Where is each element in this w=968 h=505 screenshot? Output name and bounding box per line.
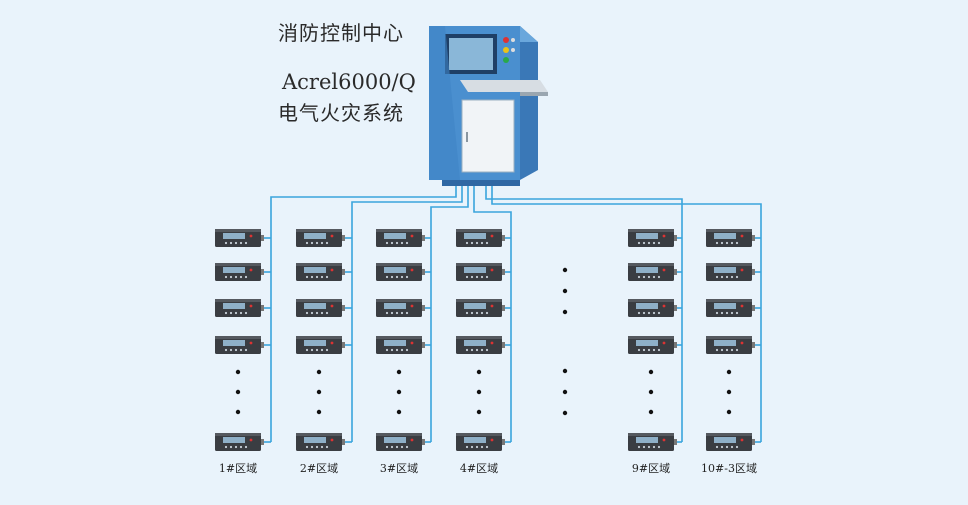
electrical-fire-monitor-icon xyxy=(376,299,425,317)
vertical-ellipsis-icon xyxy=(316,409,322,415)
zone-column xyxy=(628,229,677,451)
vertical-ellipsis-icon xyxy=(562,389,568,395)
vertical-ellipsis-icon xyxy=(396,409,402,415)
electrical-fire-monitor-icon xyxy=(456,433,505,451)
bus-lines xyxy=(258,186,762,443)
control-center-title: 消防控制中心 xyxy=(278,21,404,45)
electrical-fire-monitor-icon xyxy=(628,336,677,354)
vertical-ellipsis-icon xyxy=(476,409,482,415)
zone-label: 10#-3区域 xyxy=(701,462,757,475)
electrical-fire-monitor-icon xyxy=(296,229,345,247)
bus-feeder xyxy=(258,186,457,443)
vertical-ellipsis-icon xyxy=(648,369,654,375)
omitted-zones-ellipsis xyxy=(562,267,568,416)
electrical-fire-monitor-icon xyxy=(456,229,505,247)
electrical-fire-monitor-icon xyxy=(376,336,425,354)
vertical-ellipsis-icon xyxy=(726,369,732,375)
zone-column xyxy=(296,229,345,451)
electrical-fire-monitor-icon xyxy=(706,433,755,451)
electrical-fire-monitor-icon xyxy=(376,263,425,281)
electrical-fire-monitor-icon xyxy=(628,263,677,281)
vertical-ellipsis-icon xyxy=(726,409,732,415)
vertical-ellipsis-icon xyxy=(235,409,241,415)
system-model-title: Acrel6000/Q xyxy=(282,70,416,94)
fire-control-cabinet-icon xyxy=(429,26,548,186)
electrical-fire-monitor-icon xyxy=(706,336,755,354)
electrical-fire-monitor-icon xyxy=(628,433,677,451)
vertical-ellipsis-icon xyxy=(235,369,241,375)
vertical-ellipsis-icon xyxy=(562,288,568,294)
vertical-ellipsis-icon xyxy=(562,368,568,374)
vertical-ellipsis-icon xyxy=(316,389,322,395)
zone-column xyxy=(376,229,425,451)
vertical-ellipsis-icon xyxy=(476,389,482,395)
electrical-fire-monitor-icon xyxy=(215,433,264,451)
vertical-ellipsis-icon xyxy=(562,309,568,315)
zone-label: 2#区域 xyxy=(299,462,339,475)
vertical-ellipsis-icon xyxy=(396,389,402,395)
electrical-fire-monitor-icon xyxy=(215,263,264,281)
zone-label: 9#区域 xyxy=(631,462,671,475)
electrical-fire-monitor-icon xyxy=(376,229,425,247)
vertical-ellipsis-icon xyxy=(648,389,654,395)
vertical-ellipsis-icon xyxy=(726,389,732,395)
system-name-title: 电气火灾系统 xyxy=(278,101,404,125)
vertical-ellipsis-icon xyxy=(235,389,241,395)
electrical-fire-monitor-icon xyxy=(628,229,677,247)
electrical-fire-monitor-icon xyxy=(215,299,264,317)
zone-label: 4#区域 xyxy=(459,462,499,475)
electrical-fire-monitor-icon xyxy=(706,263,755,281)
vertical-ellipsis-icon xyxy=(396,369,402,375)
vertical-ellipsis-icon xyxy=(562,267,568,273)
electrical-fire-monitor-icon xyxy=(628,299,677,317)
electrical-fire-monitor-icon xyxy=(296,263,345,281)
vertical-ellipsis-icon xyxy=(648,409,654,415)
electrical-fire-monitor-icon xyxy=(456,336,505,354)
electrical-fire-monitor-icon xyxy=(215,229,264,247)
electrical-fire-monitor-icon xyxy=(706,299,755,317)
zone-column xyxy=(706,229,755,451)
device-columns xyxy=(215,229,755,451)
vertical-ellipsis-icon xyxy=(316,369,322,375)
vertical-ellipsis-icon xyxy=(476,369,482,375)
electrical-fire-monitor-icon xyxy=(456,263,505,281)
zone-label: 3#区域 xyxy=(379,462,419,475)
vertical-ellipsis-icon xyxy=(562,410,568,416)
electrical-fire-monitor-icon xyxy=(706,229,755,247)
electrical-fire-monitor-icon xyxy=(296,336,345,354)
electrical-fire-monitor-icon xyxy=(456,299,505,317)
zone-column xyxy=(215,229,264,451)
electrical-fire-monitor-icon xyxy=(215,336,264,354)
zone-column xyxy=(456,229,505,451)
electrical-fire-monitor-icon xyxy=(296,433,345,451)
electrical-fire-monitor-icon xyxy=(376,433,425,451)
electrical-fire-monitor-icon xyxy=(296,299,345,317)
zone-label: 1#区域 xyxy=(218,462,258,475)
